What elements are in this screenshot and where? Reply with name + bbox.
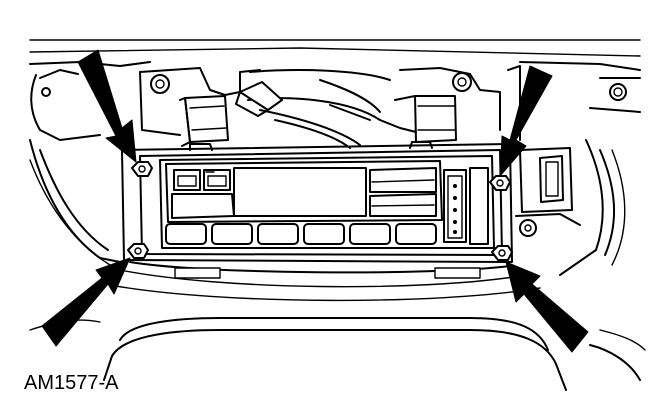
climate-control-unit <box>159 155 495 249</box>
right-connector <box>379 95 457 143</box>
display-window <box>233 167 367 217</box>
right-trim-panel <box>559 77 641 276</box>
dashboard-upper-contours <box>29 39 641 71</box>
upper-bracket-assembly <box>139 65 521 141</box>
arrow-upper-right <box>499 65 553 177</box>
screw-lower-left <box>127 243 149 259</box>
bezel-frame <box>109 141 541 302</box>
panel-button-a <box>173 169 201 191</box>
arrow-upper-left <box>77 49 137 163</box>
screw-upper-right <box>489 175 511 191</box>
panel-button-b <box>203 169 231 191</box>
figure-id-label: AM1577-A <box>24 372 119 394</box>
right-side-switch <box>515 147 581 237</box>
screw-upper-left <box>131 161 153 177</box>
left-connector <box>179 95 229 147</box>
panel-button-row <box>165 223 437 245</box>
arrow-lower-right <box>505 261 589 353</box>
screw-lower-right <box>491 245 513 261</box>
left-trim-panel <box>29 69 121 266</box>
lower-console <box>29 317 646 391</box>
wiring-harness <box>235 69 391 149</box>
arrow-lower-left <box>41 257 131 347</box>
fan-slider <box>443 169 467 243</box>
